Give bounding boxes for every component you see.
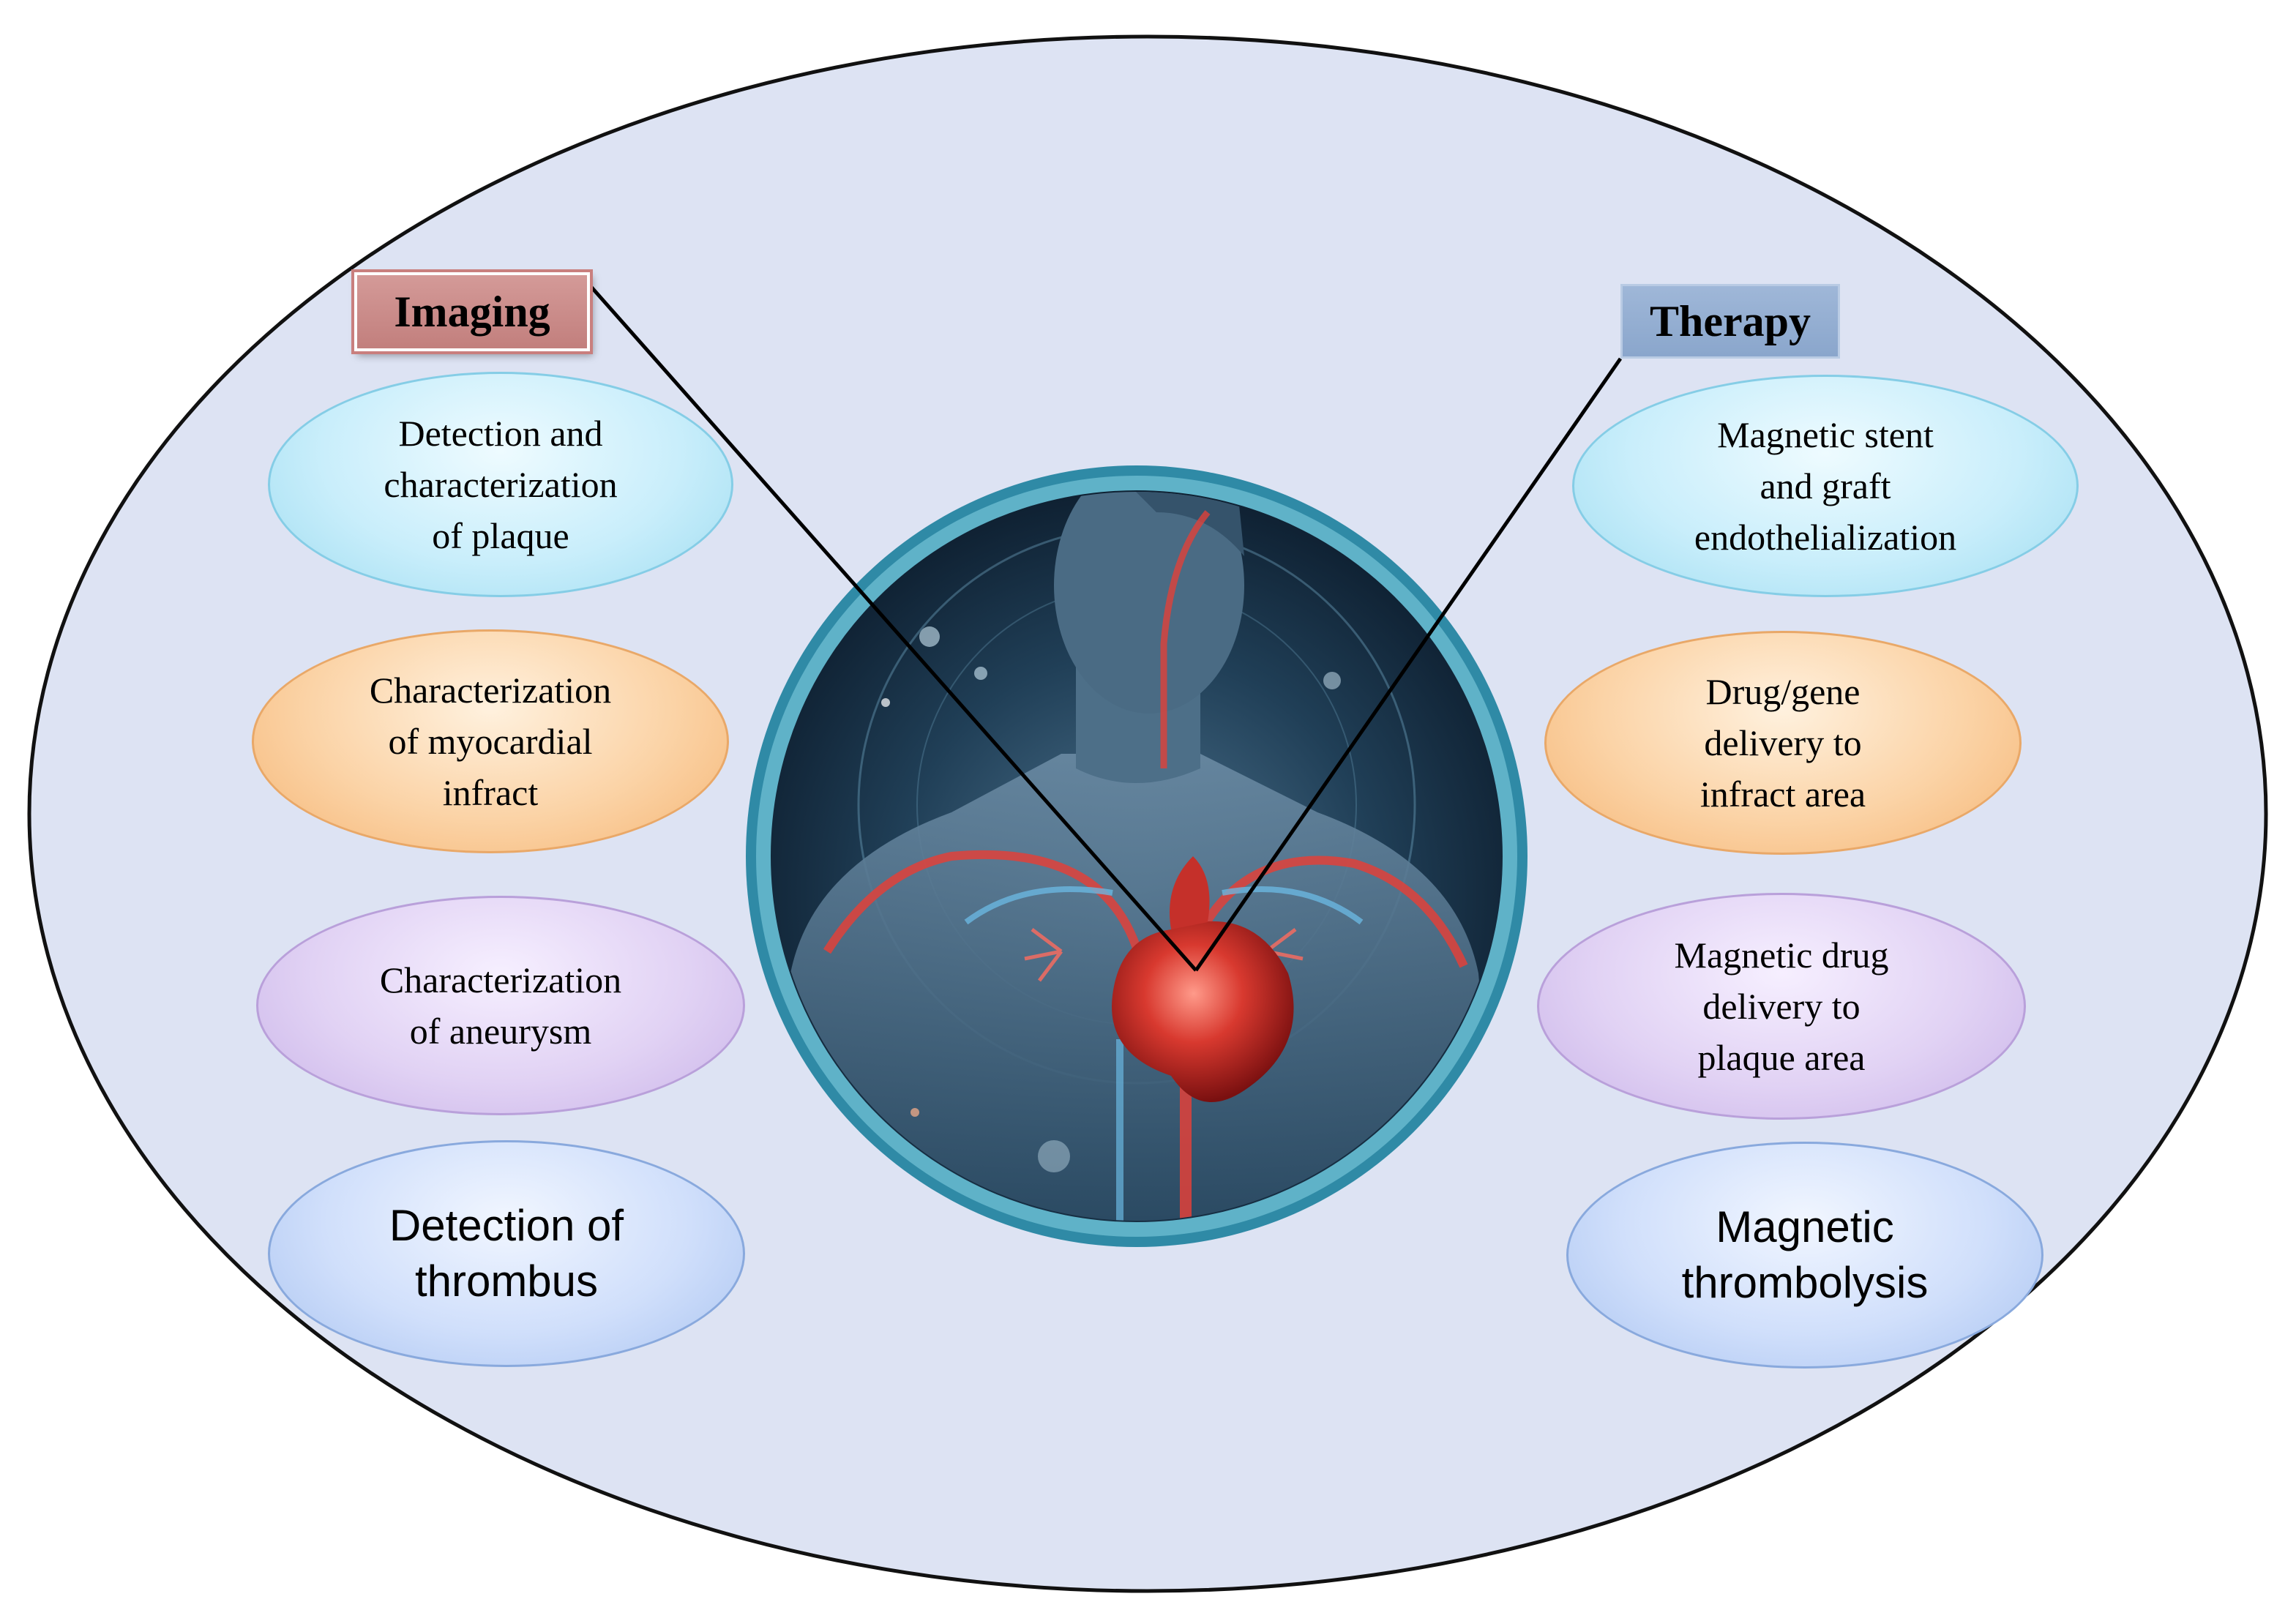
imaging-item-thrombus: Detection of thrombus	[268, 1140, 745, 1367]
imaging-connector-line	[588, 284, 1197, 972]
therapy-item-drug-gene-delivery: Drug/gene delivery to infract area	[1544, 631, 2022, 855]
therapy-item-stent-graft: Magnetic stent and graft endothelializat…	[1572, 375, 2079, 597]
imaging-item-aneurysm: Characterization of aneurysm	[256, 896, 745, 1115]
therapy-label: Therapy	[1620, 284, 1840, 359]
imaging-label: Imaging	[354, 272, 590, 351]
therapy-item-thrombolysis: Magnetic thrombolysis	[1566, 1142, 2043, 1369]
therapy-connector-line	[1194, 357, 1623, 972]
imaging-item-plaque: Detection and characterization of plaque	[268, 372, 733, 597]
therapy-item-magnetic-drug-delivery: Magnetic drug delivery to plaque area	[1537, 893, 2026, 1120]
heart-body-illustration	[746, 465, 1527, 1247]
imaging-item-myocardial-infract: Characterization of myocardial infract	[252, 629, 729, 853]
